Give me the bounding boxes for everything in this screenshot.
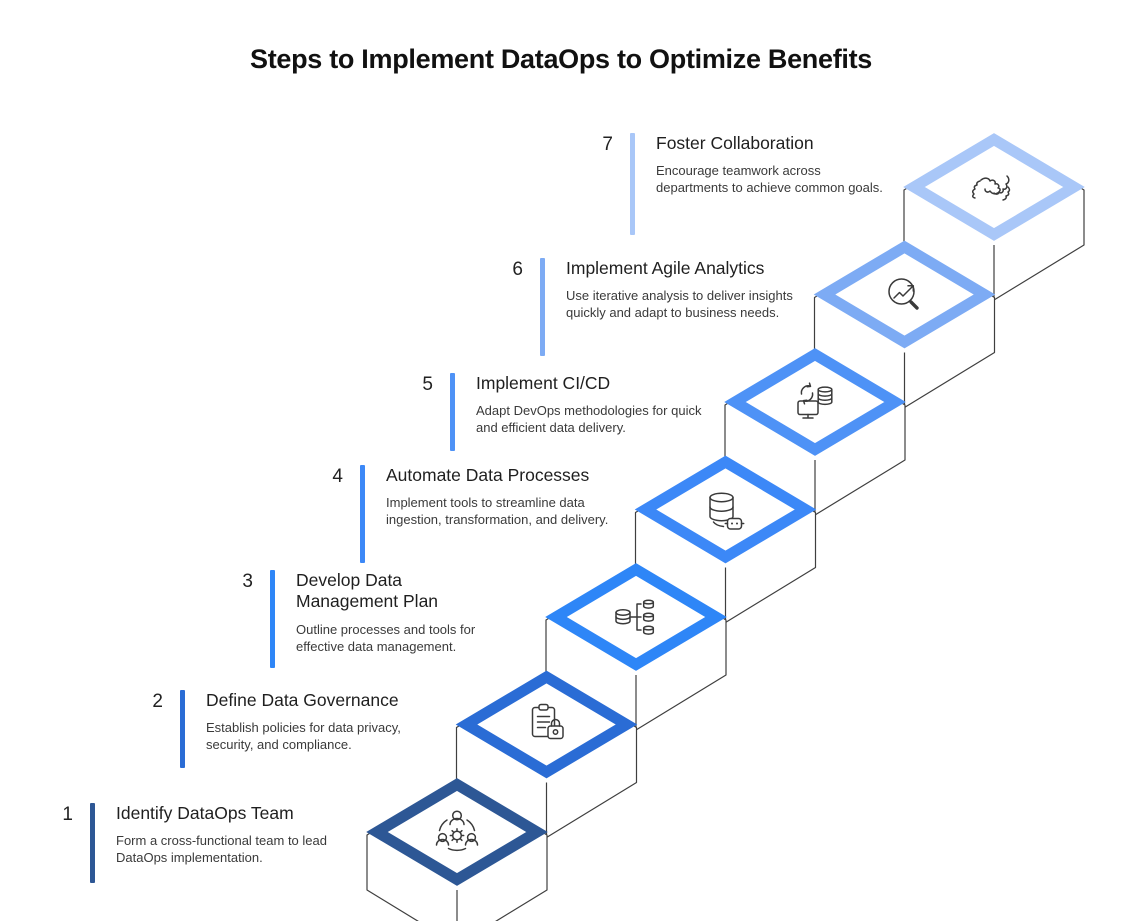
step-title: Automate Data Processes [386,465,590,485]
step-title: Implement CI/CD [476,373,611,393]
step-text: Implement CI/CD Adapt DevOps methodologie… [476,373,704,437]
stair-step-5 [724,348,906,516]
step-description: Outline processes and tools for effectiv… [296,621,476,654]
step-color-bar [90,803,95,883]
step-color-bar [360,465,365,563]
step-description: Establish policies for data privacy, sec… [206,720,401,753]
step-description: Implement tools to streamline data inges… [386,495,609,528]
data-mapping-icon [615,599,655,635]
step-number: 3 [242,571,253,592]
step-title: Develop Data Management Plan [296,570,439,612]
step-title: Identify DataOps Team [116,803,294,823]
stair-step-7 [903,133,1085,301]
cicd-sync-icon [797,382,833,419]
analytics-magnifier-icon [888,278,919,310]
clipboard-lock-icon [531,703,564,740]
stair-step-1 [366,778,548,921]
step-color-bar [630,133,635,235]
step-diamond [903,133,1085,241]
handshake-icon [971,175,1011,201]
step-title: Foster Collaboration [656,133,814,153]
stair-step-3 [545,563,727,731]
step-title: Implement Agile Analytics [566,258,765,278]
step-description: Adapt DevOps methodologies for quick and… [476,403,702,436]
step-number: 7 [602,134,613,155]
step-block-5: 5 Implement CI/CD Adapt DevOps methodologi… [393,373,704,451]
step-description: Use iterative analysis to deliver insigh… [566,288,793,321]
team-gear-icon [435,810,479,852]
page-title: Steps to Implement DataOps to Optimize B… [250,44,872,74]
step-diamond [724,348,906,456]
step-color-bar [180,690,185,768]
step-title: Define Data Governance [206,690,399,710]
stair-step-2 [455,670,638,839]
step-color-bar [270,570,275,668]
step-diamond [455,670,638,779]
database-automation-icon [709,492,745,530]
step-number: 5 [422,374,433,395]
stair-step-6 [813,240,996,409]
step-number: 2 [152,691,163,712]
stair-step-4 [634,455,817,624]
step-diamond [366,778,548,886]
step-description: Encourage teamwork across departments to… [656,163,883,196]
step-diamond [634,455,817,564]
step-color-bar [450,373,455,451]
step-number: 1 [62,804,73,825]
step-number: 4 [332,466,343,487]
step-number: 6 [512,259,523,280]
step-color-bar [540,258,545,356]
step-description: Form a cross-functional team to lead Dat… [116,833,327,866]
